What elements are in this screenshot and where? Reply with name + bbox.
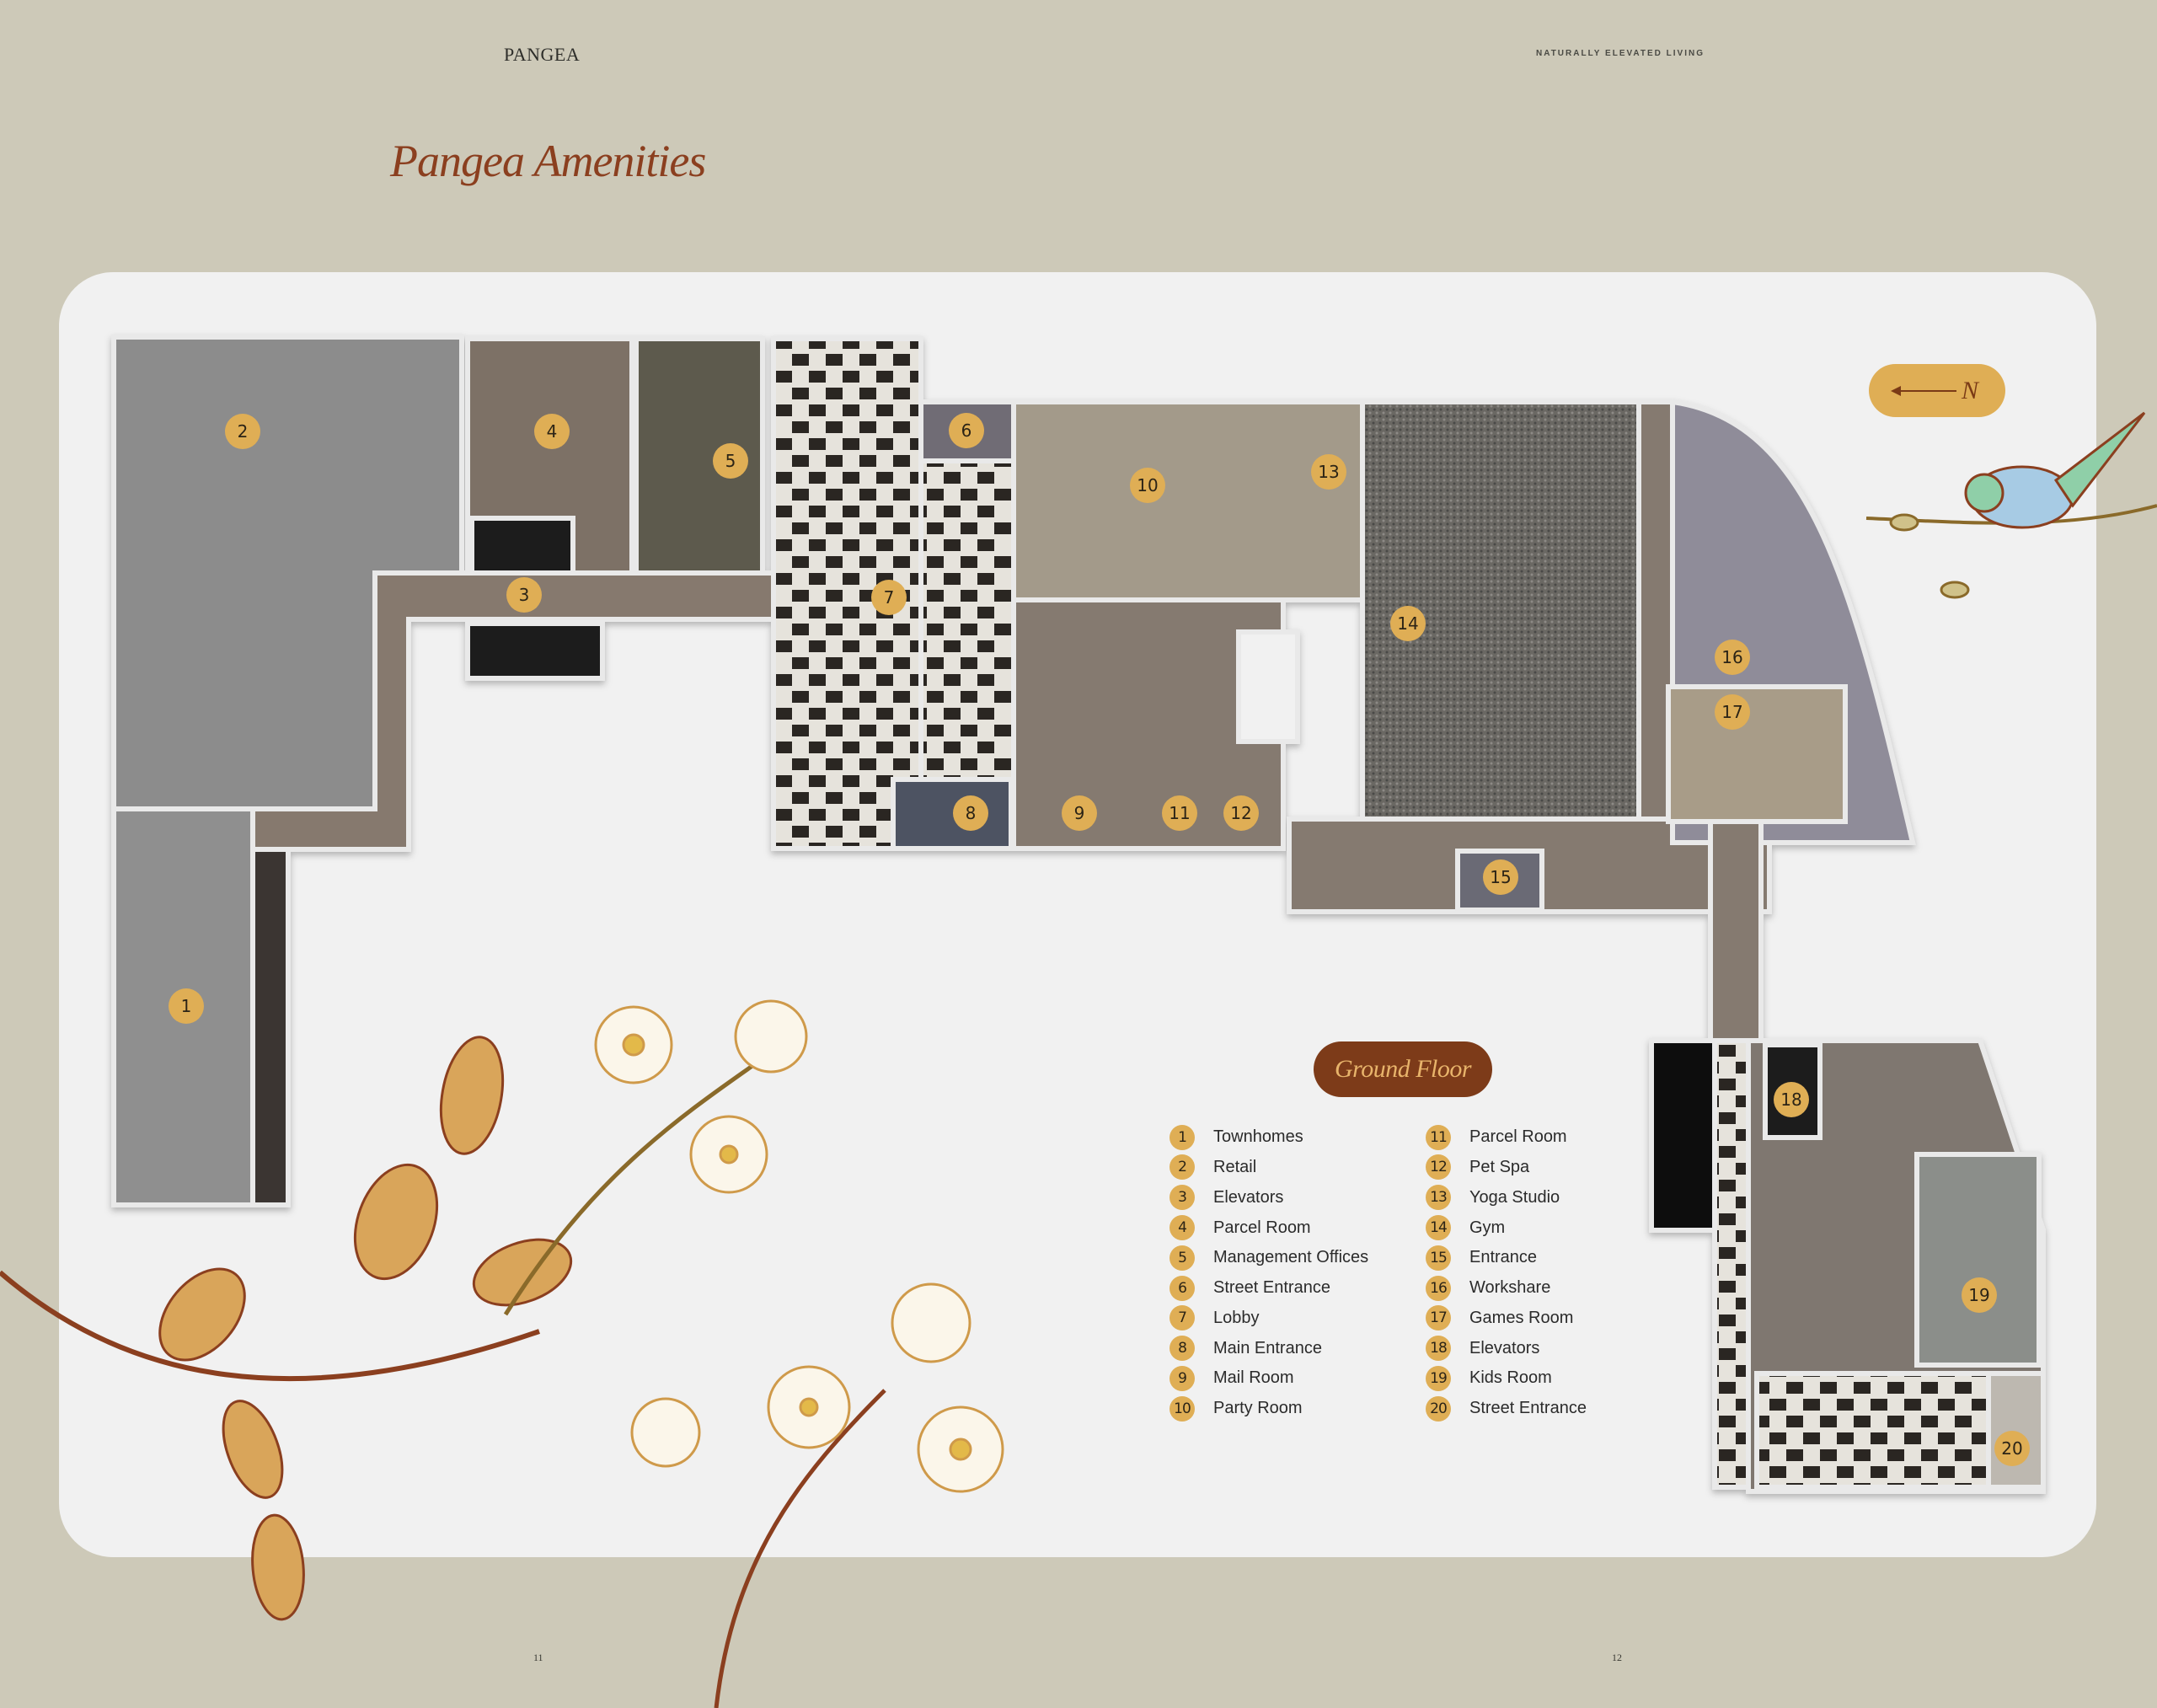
legend-label: Retail [1213, 1157, 1257, 1176]
legend-label: Lobby [1213, 1308, 1260, 1327]
legend-item: 16 Workshare [1426, 1275, 1678, 1301]
legend-label: Parcel Room [1213, 1218, 1311, 1237]
room-marker: 10 [1130, 468, 1165, 503]
legend-label: Gym [1469, 1218, 1506, 1237]
legend-number-badge: 2 [1169, 1154, 1195, 1181]
room-marker: 8 [953, 795, 988, 831]
legend-item: 8 Main Entrance [1169, 1336, 1426, 1362]
floor-label: Ground Floor [1314, 1041, 1492, 1097]
legend-label: Elevators [1213, 1187, 1284, 1207]
zone-kids-room [1914, 1152, 2042, 1368]
legend-number-badge: 7 [1169, 1305, 1195, 1331]
legend-label: Management Offices [1213, 1248, 1369, 1267]
legend-number-badge: 14 [1426, 1215, 1451, 1241]
legend-item: 7 Lobby [1169, 1305, 1426, 1331]
room-marker: 14 [1390, 606, 1426, 641]
legend-item: 6 Street Entrance [1169, 1275, 1426, 1301]
legend-label: Pet Spa [1469, 1157, 1530, 1176]
page-number-right: 12 [1612, 1652, 1622, 1663]
legend-label: Workshare [1469, 1278, 1551, 1298]
legend-number-badge: 5 [1169, 1245, 1195, 1271]
legend-number-badge: 1 [1169, 1124, 1195, 1150]
legend-label: Yoga Studio [1469, 1187, 1560, 1207]
legend-item: 15 Entrance [1426, 1245, 1678, 1271]
legend-number-badge: 13 [1426, 1185, 1451, 1211]
legend-number-badge: 11 [1426, 1124, 1451, 1150]
legend-number-badge: 17 [1426, 1305, 1451, 1331]
zone-mgmt-office [634, 336, 765, 576]
legend-label: Street Entrance [1213, 1278, 1330, 1298]
room-marker: 9 [1062, 795, 1097, 831]
legend-number-badge: 10 [1169, 1395, 1195, 1422]
room-marker: 11 [1162, 795, 1197, 831]
room-marker: 6 [949, 413, 984, 448]
legend-item: 20 Street Entrance [1426, 1395, 1678, 1422]
legend-item: 10 Party Room [1169, 1395, 1426, 1422]
legend-label: Party Room [1213, 1399, 1303, 1418]
legend-label: Kids Room [1469, 1368, 1552, 1388]
legend-item: 17 Games Room [1426, 1305, 1678, 1331]
legend-label: Mail Room [1213, 1368, 1294, 1388]
page-title: Pangea Amenities [390, 136, 706, 186]
legend-label: Elevators [1469, 1338, 1540, 1357]
legend-item: 5 Management Offices [1169, 1245, 1426, 1271]
zone-games-room [1666, 684, 1848, 824]
botanical-flowers-illustration [503, 999, 1004, 1708]
room-marker: 19 [1962, 1277, 1997, 1313]
room-marker: 17 [1715, 694, 1750, 730]
legend-item: 2 Retail [1169, 1154, 1426, 1181]
north-arrow-icon [1890, 385, 1956, 396]
legend-item: 13 Yoga Studio [1426, 1185, 1678, 1211]
room-marker: 18 [1774, 1082, 1809, 1117]
legend-label: Main Entrance [1213, 1338, 1322, 1357]
legend-item: 12 Pet Spa [1426, 1154, 1678, 1181]
legend-label: Games Room [1469, 1308, 1574, 1327]
legend-number-badge: 12 [1426, 1154, 1451, 1181]
legend-number-badge: 8 [1169, 1336, 1195, 1362]
legend-number-badge: 9 [1169, 1365, 1195, 1391]
room-marker: 12 [1223, 795, 1259, 831]
legend-label: Townhomes [1213, 1127, 1303, 1147]
room-marker: 2 [225, 414, 260, 449]
room-marker: 7 [871, 580, 907, 615]
room-marker: 1 [169, 988, 204, 1024]
north-compass: N [1869, 364, 2005, 417]
tagline: NATURALLY ELEVATED LIVING [1536, 49, 1705, 58]
legend-number-badge: 6 [1169, 1275, 1195, 1301]
legend-item: 9 Mail Room [1169, 1365, 1426, 1391]
legend-number-badge: 4 [1169, 1215, 1195, 1241]
bird-illustration [1865, 411, 2157, 599]
botanical-leaves-illustration [0, 1036, 573, 1621]
legend-number-badge: 19 [1426, 1365, 1451, 1391]
room-marker: 13 [1311, 454, 1346, 490]
legend-label: Street Entrance [1469, 1399, 1587, 1418]
room-marker: 15 [1483, 859, 1518, 895]
north-label: N [1961, 376, 1978, 404]
legend-label: Parcel Room [1469, 1127, 1567, 1147]
legend-number-badge: 18 [1426, 1336, 1451, 1362]
legend-label: Entrance [1469, 1248, 1538, 1267]
room-marker: 16 [1715, 640, 1750, 675]
legend-item: 4 Parcel Room [1169, 1215, 1426, 1241]
legend-number-badge: 15 [1426, 1245, 1451, 1271]
legend-item: 14 Gym [1426, 1215, 1678, 1241]
legend-item: 3 Elevators [1169, 1185, 1426, 1211]
legend-number-badge: 20 [1426, 1395, 1451, 1422]
room-marker: 3 [506, 577, 542, 613]
brand-wordmark: PANGEA [504, 44, 581, 65]
legend-item: 19 Kids Room [1426, 1365, 1678, 1391]
legend-number-badge: 16 [1426, 1275, 1451, 1301]
legend-number-badge: 3 [1169, 1185, 1195, 1211]
room-marker: 4 [534, 414, 570, 449]
page-number-left: 11 [533, 1652, 543, 1663]
legend-item: 11 Parcel Room [1426, 1124, 1678, 1150]
legend-item: 18 Elevators [1426, 1336, 1678, 1362]
room-marker: 20 [1994, 1431, 2030, 1466]
legend-item: 1 Townhomes [1169, 1124, 1426, 1150]
room-marker: 5 [713, 443, 748, 479]
